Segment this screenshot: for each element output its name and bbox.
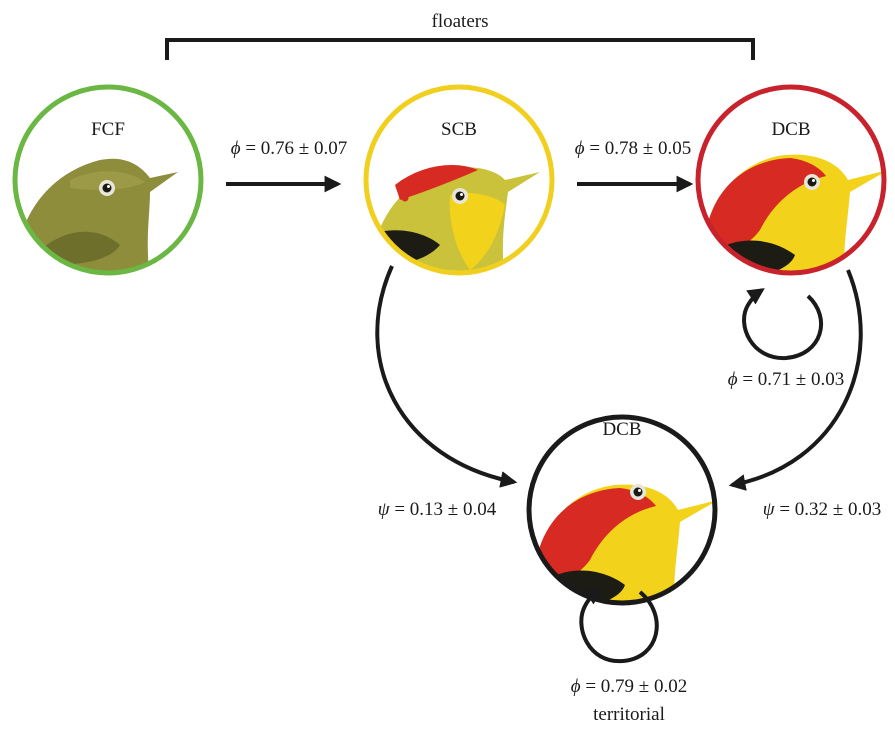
rate-dcb-self: ϕ = 0.71 ± 0.03 (728, 369, 845, 390)
territorial-label: territorial (593, 704, 665, 725)
rate-fcf-to-scb: ϕ = 0.76 ± 0.07 (231, 138, 348, 159)
dcb-floater-node: DCB (695, 84, 887, 276)
floaters-label: floaters (432, 11, 489, 32)
rate-territorial-self: ϕ = 0.79 ± 0.02 (571, 676, 688, 697)
fcf-label: FCF (91, 119, 125, 140)
floaters-bracket (165, 38, 755, 60)
scb-label: SCB (441, 119, 477, 140)
rate-scb-to-territorial: ψ = 0.13 ± 0.04 (378, 499, 497, 520)
arrow-scb-to-territorial (375, 265, 518, 488)
fcf-ring (12, 84, 204, 276)
dcb-floater-ring (695, 84, 887, 276)
dcb-territorial-ring (526, 414, 718, 606)
dcb-territorial-node: DCB (526, 414, 718, 606)
dcb-territorial-label: DCB (602, 419, 641, 440)
fcf-node: FCF (12, 84, 204, 276)
arrow-dcb-to-territorial (728, 269, 863, 491)
fcf-bird-illustration (20, 158, 178, 272)
dcb-territorial-bird-illustration (530, 484, 714, 602)
rate-scb-to-dcb: ϕ = 0.78 ± 0.05 (575, 138, 692, 159)
scb-bird-illustration (370, 165, 540, 272)
scb-ring (363, 84, 555, 276)
arrow-dcb-self-loop (742, 288, 824, 361)
dcb-floater-bird-illustration (700, 154, 883, 272)
scb-node: SCB (363, 84, 555, 276)
rate-dcb-to-territorial: ψ = 0.32 ± 0.03 (763, 499, 881, 520)
arrow-territorial-self-loop (579, 588, 659, 664)
dcb-floater-label: DCB (771, 119, 810, 140)
